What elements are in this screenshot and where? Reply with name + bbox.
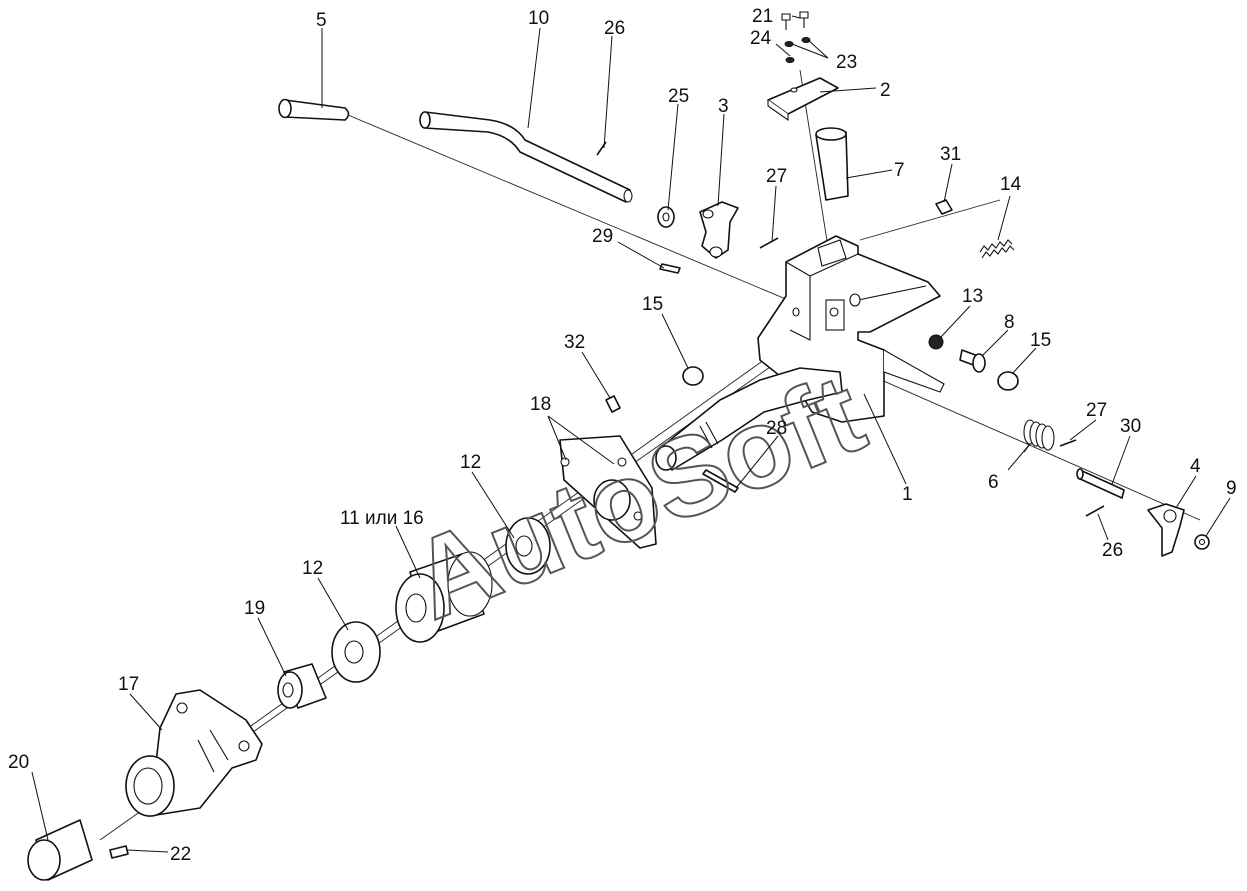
part-20-cap xyxy=(27,819,93,881)
callout-22: 22 xyxy=(170,844,191,865)
callout-1: 1 xyxy=(902,484,913,505)
part-15-cap-right xyxy=(997,371,1019,391)
part-2-cover-plate xyxy=(767,77,839,122)
callout-32: 32 xyxy=(564,332,585,353)
callout-26-right: 26 xyxy=(1102,540,1123,561)
callout-20: 20 xyxy=(8,752,29,773)
parts-21-23-24-screws-washers xyxy=(781,11,811,63)
callout-26-top: 26 xyxy=(604,18,625,39)
part-12-ring-lower xyxy=(331,621,381,683)
part-3-fork-bracket xyxy=(699,201,739,259)
callout-28: 28 xyxy=(766,418,787,439)
part-5-grip-sleeve xyxy=(278,98,350,121)
part-9-washer xyxy=(1194,534,1210,550)
watermark: AutoSoft xyxy=(395,350,880,643)
part-26-pin-right xyxy=(1085,505,1105,517)
leader-lines xyxy=(31,15,1231,853)
part-25-washer xyxy=(657,206,675,228)
callout-27-top: 27 xyxy=(766,166,787,187)
callout-19: 19 xyxy=(244,598,265,619)
callout-11-or-16: 11 или 16 xyxy=(340,508,424,529)
part-6-torsion-spring xyxy=(1023,419,1055,453)
callout-labels: 5 10 26 25 3 29 27 21 24 23 2 7 31 14 13… xyxy=(8,6,1237,865)
callout-24: 24 xyxy=(750,28,772,49)
callout-2: 2 xyxy=(880,80,891,101)
part-28-pin xyxy=(702,469,739,493)
pedal-arm-tube xyxy=(655,367,843,471)
callout-27-right: 27 xyxy=(1086,400,1107,421)
callout-31: 31 xyxy=(940,144,961,165)
part-27-split-pin-right xyxy=(1059,439,1077,447)
callout-12-upper: 12 xyxy=(460,452,481,473)
part-19-slotted-sleeve xyxy=(277,663,327,709)
callout-23: 23 xyxy=(836,52,857,73)
callout-7: 7 xyxy=(894,160,905,181)
part-10-lever-rod xyxy=(419,111,633,203)
part-17-housing xyxy=(125,689,263,817)
callout-13: 13 xyxy=(962,286,983,307)
callout-12-lower: 12 xyxy=(302,558,323,579)
part-32-grease-fitting xyxy=(605,395,621,413)
callout-9: 9 xyxy=(1226,478,1237,499)
callout-21: 21 xyxy=(752,6,773,27)
callout-3: 3 xyxy=(718,96,729,117)
callout-4: 4 xyxy=(1190,456,1201,477)
callout-25: 25 xyxy=(668,86,689,107)
callout-8: 8 xyxy=(1004,312,1015,333)
part-4-lever-end xyxy=(1147,503,1185,557)
part-12-ring-upper xyxy=(505,517,551,575)
callout-14: 14 xyxy=(1000,174,1022,195)
callout-5: 5 xyxy=(316,10,327,31)
part-11-16-bushing xyxy=(395,551,493,643)
part-8-bolt xyxy=(959,349,986,373)
part-30-axle-pin xyxy=(1076,468,1125,499)
part-18-flange-plate xyxy=(559,435,657,549)
callout-15-left: 15 xyxy=(642,294,663,315)
part-29-pin xyxy=(659,263,681,274)
callout-6: 6 xyxy=(988,472,999,493)
callout-17: 17 xyxy=(118,674,139,695)
callout-29: 29 xyxy=(592,226,613,247)
callout-30: 30 xyxy=(1120,416,1141,437)
part-31-fitting xyxy=(935,199,953,215)
part-7-shaft xyxy=(815,127,849,201)
callout-15-right: 15 xyxy=(1030,330,1051,351)
callout-10: 10 xyxy=(528,8,549,29)
part-13-nut xyxy=(928,334,944,350)
part-22-bolt xyxy=(109,845,129,859)
part-14-spring xyxy=(979,239,1015,259)
part-15-cap-left xyxy=(682,366,704,386)
part-27-split-pin-upper xyxy=(759,237,779,249)
callout-18: 18 xyxy=(530,394,551,415)
